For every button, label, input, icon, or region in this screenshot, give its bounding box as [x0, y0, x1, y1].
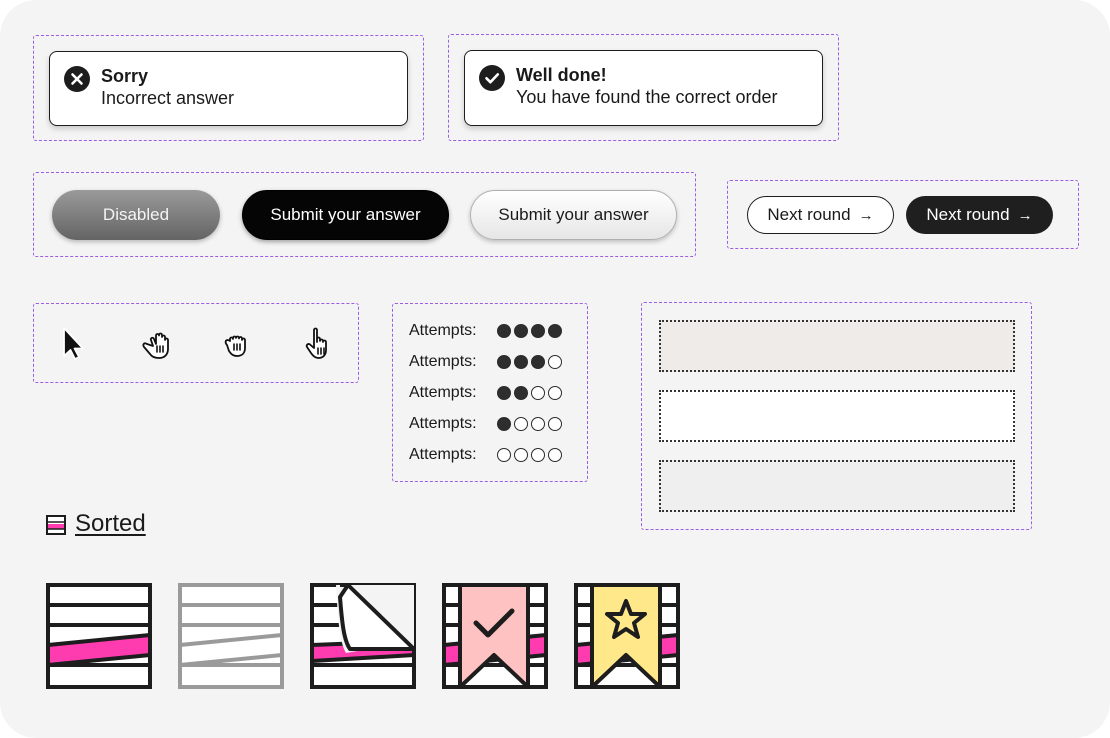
cursors-group — [33, 303, 359, 383]
check-circle-icon — [479, 65, 505, 91]
submit-answer-secondary-button[interactable]: Submit your answer — [470, 190, 677, 240]
attempt-remaining-dot — [548, 417, 562, 431]
attempt-used-dot — [497, 355, 511, 369]
drop-slot-hover[interactable] — [659, 320, 1015, 372]
toast-error-title: Sorry — [101, 66, 149, 86]
toast-success-message: You have found the correct order — [516, 87, 778, 107]
attempts-row: Attempts: — [409, 414, 562, 434]
toast-error: Sorry Incorrect answer — [49, 51, 408, 126]
next-round-filled-button[interactable]: Next round → — [906, 196, 1053, 234]
next-round-outline-button[interactable]: Next round → — [747, 196, 894, 234]
attempt-used-dot — [531, 355, 545, 369]
attempt-used-dot — [548, 324, 562, 338]
slots-group — [641, 302, 1032, 530]
attempt-used-dot — [497, 324, 511, 338]
sorted-icon — [46, 583, 152, 689]
attempts-label: Attempts: — [409, 446, 477, 463]
sorted-disabled-icon — [178, 583, 284, 689]
attempts-label: Attempts: — [409, 322, 477, 339]
attempt-remaining-dot — [548, 386, 562, 400]
attempt-remaining-dot — [531, 448, 545, 462]
attempts-group: Attempts: Attempts: Attempts: Attempts: Atte… — [392, 303, 588, 482]
attempt-remaining-dot — [531, 417, 545, 431]
attempt-remaining-dot — [531, 386, 545, 400]
sorted-peel-icon — [310, 583, 416, 689]
buttons-group: Disabled Submit your answer Submit your … — [33, 172, 696, 257]
attempts-row: Attempts: — [409, 383, 562, 403]
next-round-group: Next round → Next round → — [727, 180, 1079, 249]
arrow-right-icon: → — [1017, 206, 1033, 224]
attempt-remaining-dot — [514, 417, 528, 431]
sorted-star-icon — [574, 583, 680, 689]
attempts-dots — [497, 448, 562, 462]
next-round-outline-label: Next round — [767, 205, 851, 224]
grab-hand-icon — [142, 332, 169, 359]
toast-error-group: Sorry Incorrect answer — [33, 35, 424, 141]
attempt-used-dot — [514, 355, 528, 369]
attempt-remaining-dot — [548, 448, 562, 462]
sorted-small-icon — [46, 515, 66, 535]
disabled-button: Disabled — [52, 190, 220, 240]
toast-success-title: Well done! — [516, 65, 607, 85]
drop-slot-idle[interactable] — [659, 460, 1015, 512]
attempts-dots — [497, 355, 562, 369]
attempts-dots — [497, 324, 562, 338]
attempt-remaining-dot — [514, 448, 528, 462]
attempt-remaining-dot — [548, 355, 562, 369]
toast-success-group: Well done! You have found the correct or… — [448, 34, 839, 141]
pointer-hand-icon — [305, 327, 327, 359]
attempts-row: Attempts: — [409, 445, 562, 465]
attempt-used-dot — [497, 417, 511, 431]
attempts-row: Attempts: — [409, 352, 562, 372]
attempts-row: Attempts: — [409, 321, 562, 341]
toast-error-message: Incorrect answer — [101, 88, 235, 108]
attempts-dots — [497, 386, 562, 400]
attempt-used-dot — [531, 324, 545, 338]
attempts-dots — [497, 417, 562, 431]
toast-success: Well done! You have found the correct or… — [464, 50, 823, 126]
grabbing-hand-icon — [224, 335, 246, 357]
drop-slot-empty[interactable] — [659, 390, 1015, 442]
attempts-label: Attempts: — [409, 384, 477, 401]
arrow-cursor-icon — [63, 327, 84, 360]
attempt-used-dot — [514, 386, 528, 400]
arrow-right-icon: → — [858, 206, 874, 224]
attempt-remaining-dot — [497, 448, 511, 462]
submit-answer-button[interactable]: Submit your answer — [242, 190, 449, 240]
next-round-filled-label: Next round — [926, 205, 1010, 224]
sorted-link[interactable]: Sorted — [75, 510, 146, 537]
attempt-used-dot — [497, 386, 511, 400]
attempts-label: Attempts: — [409, 353, 477, 370]
attempt-used-dot — [514, 324, 528, 338]
attempts-label: Attempts: — [409, 415, 477, 432]
sorted-check-icon — [442, 583, 548, 689]
close-circle-icon — [64, 66, 90, 92]
